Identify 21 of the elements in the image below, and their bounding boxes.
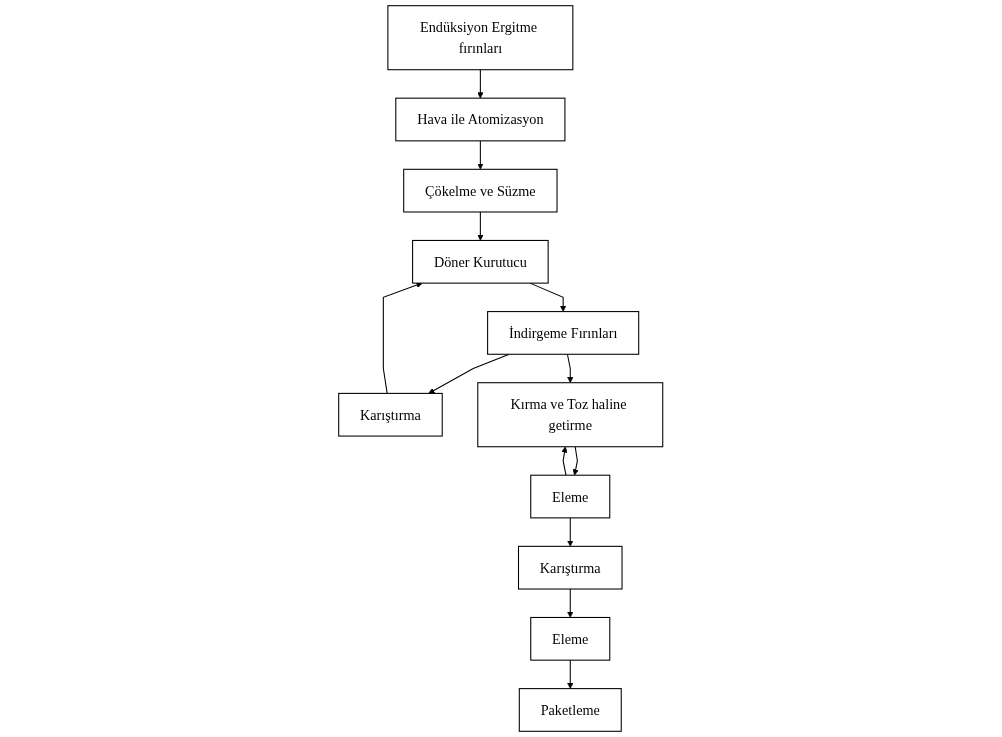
node-box: Endüksiyon Ergitme fırınları <box>387 5 574 71</box>
arrow <box>567 353 574 383</box>
arrow <box>567 517 574 547</box>
node-box: Eleme <box>530 616 611 661</box>
arrow <box>567 588 574 618</box>
arrow <box>567 659 574 689</box>
node-box: İndirgeme Fırınları <box>487 311 640 355</box>
node-box: Karıştırma <box>338 392 444 437</box>
arrow <box>477 140 484 170</box>
node-box: Kırma ve Toz haline getirme <box>477 382 664 448</box>
arrow <box>383 282 423 394</box>
node-box: Paketleme <box>519 688 623 732</box>
node-box: Karıştırma <box>518 545 623 590</box>
arrow <box>561 446 568 476</box>
node-box: Hava ile Atomizasyon <box>395 97 566 142</box>
node-box: Çökelme ve Süzme <box>403 168 558 213</box>
node-box: Eleme <box>530 474 611 519</box>
arrow <box>572 446 579 476</box>
arrow <box>477 211 484 241</box>
arrow <box>477 69 484 99</box>
node-box: Döner Kurutucu <box>412 239 549 284</box>
